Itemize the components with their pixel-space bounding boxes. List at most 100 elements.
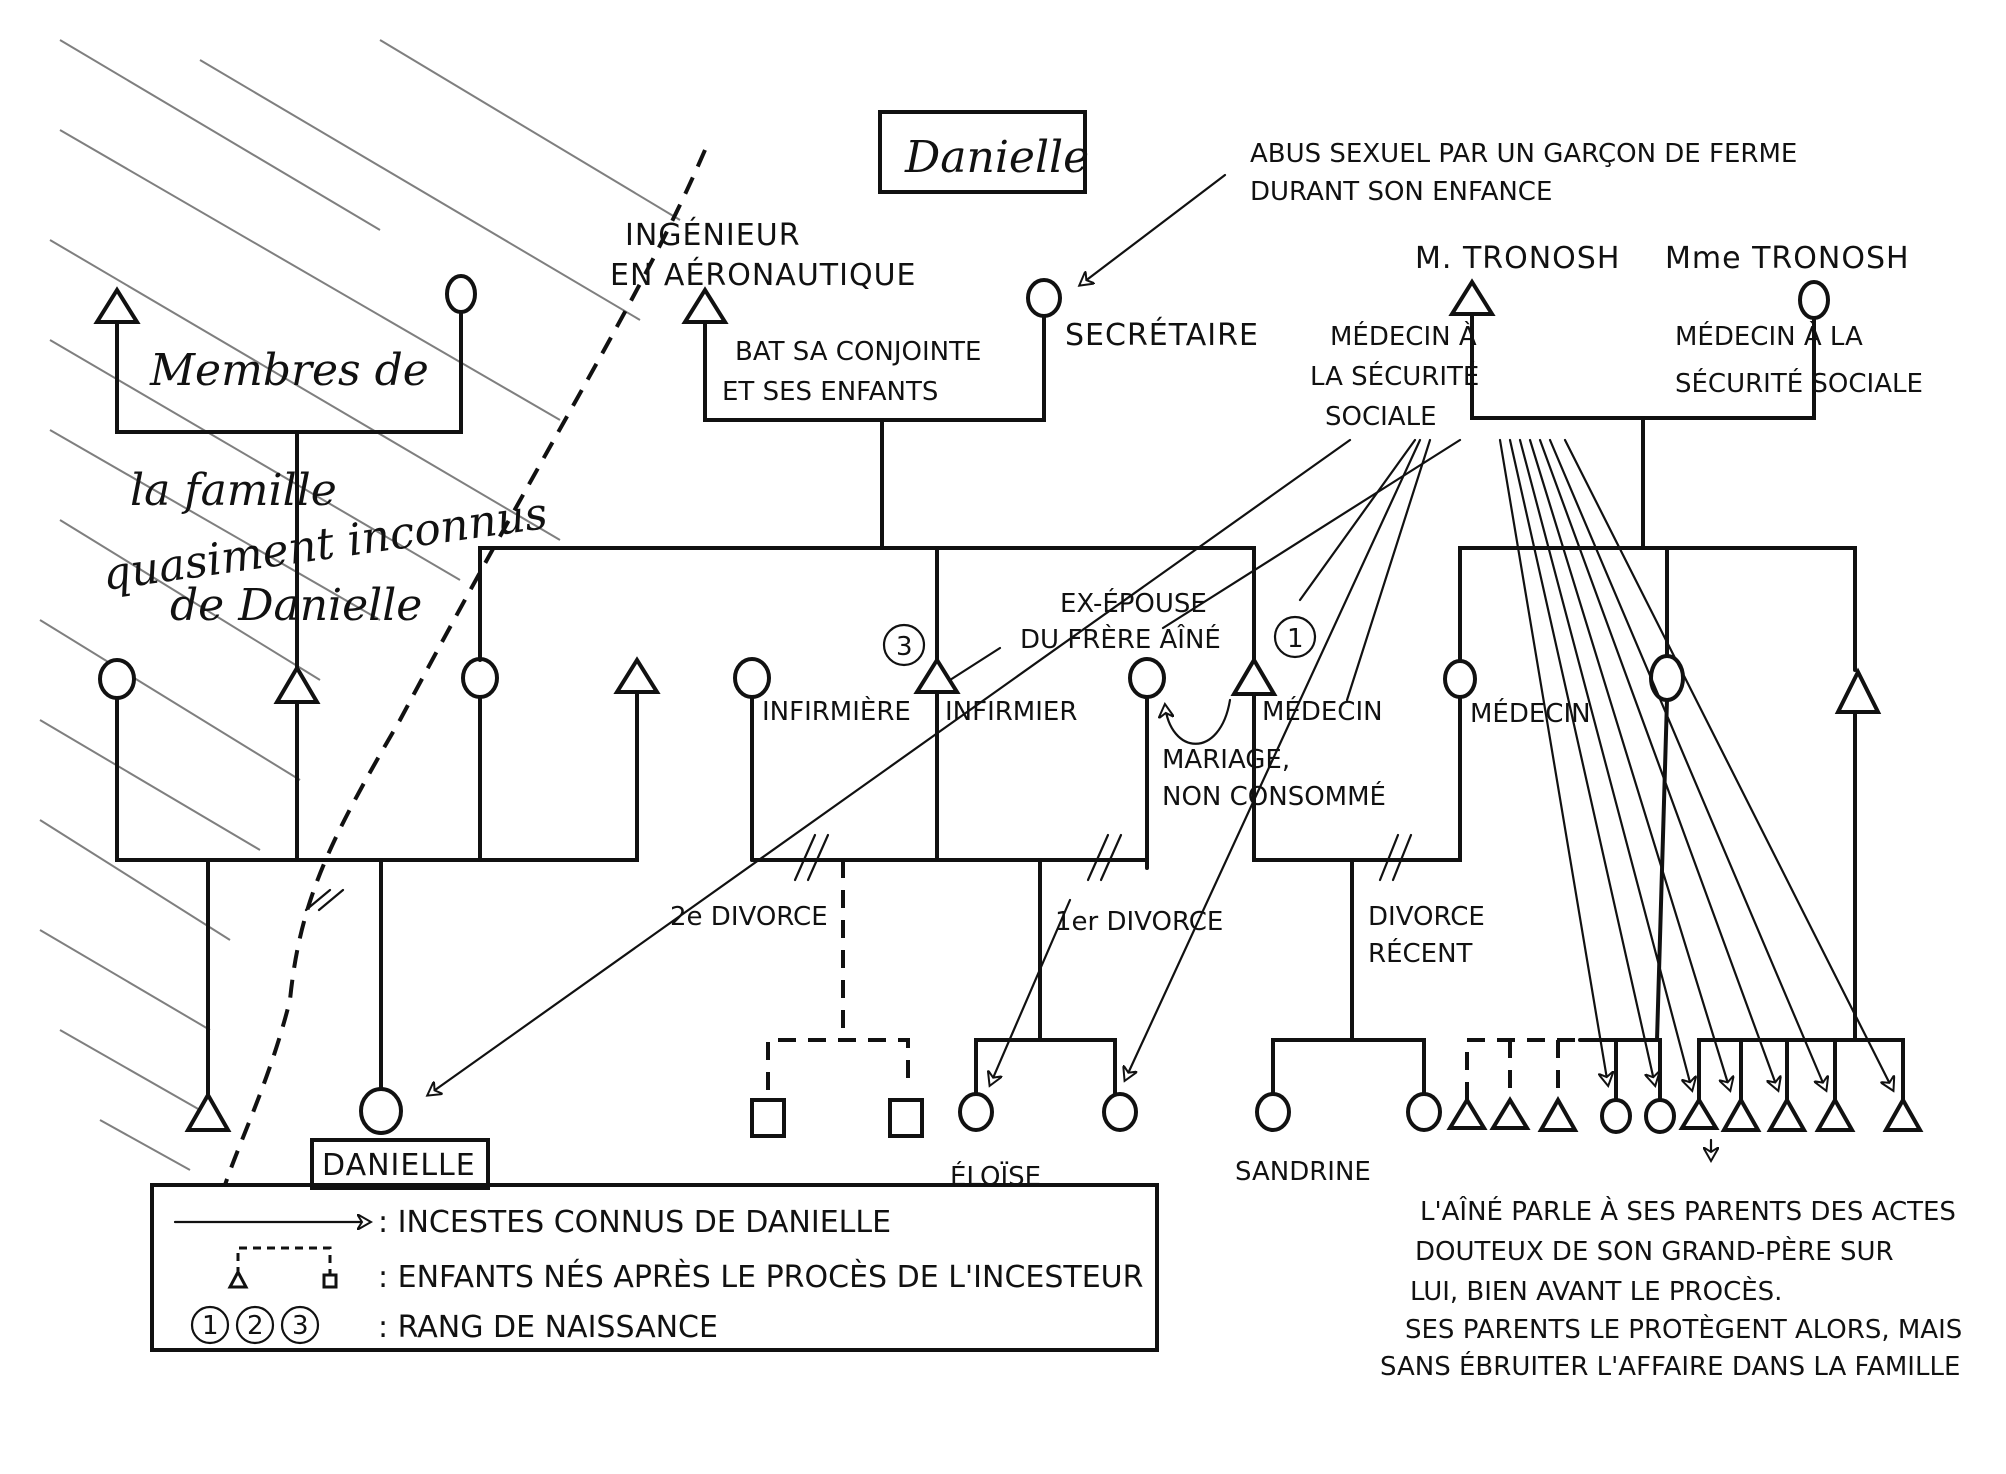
eloise-name: ÉLOÏSE	[950, 1160, 1041, 1192]
divorce-recent-line1: DIVORCE	[1368, 902, 1485, 932]
m-tronosh-male	[1448, 278, 1496, 316]
danielle-parents: INGÉNIEUR EN AÉRONAUTIQUE BAT SA CONJOIN…	[610, 217, 1259, 550]
grandchild-male-7	[1814, 1095, 1856, 1132]
infirmier-male	[913, 656, 961, 694]
sister-of-eloise-female	[1102, 1092, 1138, 1132]
medecin-label-1: MÉDECIN	[1262, 695, 1383, 727]
m-tronosh-label: M. TRONOSH	[1415, 241, 1620, 276]
mme-tronosh-label: Mme TRONOSH	[1665, 241, 1910, 276]
child-unknown-sex-1	[750, 1098, 786, 1138]
incest-arrows	[428, 438, 1893, 1095]
legend: : INCESTES CONNUS DE DANIELLE : ENFANTS …	[150, 1183, 1159, 1352]
infirmier-label: INFIRMIER	[945, 697, 1077, 727]
father-job-line2: EN AÉRONAUTIQUE	[610, 257, 917, 293]
grandchild-male-eldest	[1678, 1096, 1720, 1130]
divorce-recent-line2: RÉCENT	[1368, 937, 1473, 969]
legend-rank-1: 1	[202, 1311, 219, 1341]
sibling-female-1	[98, 658, 136, 700]
tronosh-son	[1834, 667, 1882, 714]
abuse-note-line2: DURANT SON ENFANCE	[1250, 177, 1552, 207]
legend-arrow-text: : INCESTES CONNUS DE DANIELLE	[378, 1205, 891, 1240]
divorce-2-label: 2e DIVORCE	[670, 902, 828, 932]
legend-rank-text: : RANG DE NAISSANCE	[378, 1310, 718, 1345]
birth-rank-1: 1	[1287, 624, 1304, 654]
unknown-family-child-male	[184, 1090, 232, 1132]
unknown-family-label-4: de Danielle	[170, 580, 422, 631]
grandchild-male-5	[1720, 1095, 1762, 1132]
title: Danielle	[904, 132, 1089, 183]
m-tronosh-job-3: SOCIALE	[1325, 402, 1437, 432]
mme-tronosh-job-1: MÉDECIN À LA	[1675, 320, 1863, 352]
child-unknown-sex-2	[888, 1098, 924, 1138]
grandchild-male-2	[1489, 1096, 1531, 1130]
unknown-family-label-2: la famille	[130, 465, 337, 516]
post-trial-children-left	[750, 860, 924, 1138]
sandrine-female	[1255, 1092, 1291, 1132]
legend-rank-2: 2	[247, 1311, 264, 1341]
ex-wife-note-line2: DU FRÈRE AÎNÉ	[1020, 623, 1221, 655]
danielle-female	[359, 1087, 403, 1135]
tronosh-daughter-1-medecin	[1443, 659, 1477, 699]
father-male-symbol	[681, 286, 729, 324]
unknown-family-label-1: Membres de	[149, 345, 429, 396]
sandrine-name: SANDRINE	[1235, 1157, 1371, 1187]
abuse-note-line1: ABUS SEXUEL PAR UN GARÇON DE FERME	[1250, 139, 1797, 169]
sister-of-sandrine-female	[1406, 1092, 1442, 1132]
unknown-grandmother-female-symbol	[445, 274, 477, 314]
mariage-note-line2: NON CONSOMMÉ	[1162, 780, 1386, 812]
sandrine-family: SANDRINE	[1235, 858, 1442, 1187]
tronosh-children: MÉDECIN	[1443, 546, 1882, 1042]
gen2-unions: 2e DIVORCE 1er DIVORCE DIVORCE RÉCENT	[670, 692, 1485, 969]
eldest-note-line5: SANS ÉBRUITER L'AFFAIRE DANS LA FAMILLE	[1380, 1350, 1960, 1382]
mother-female-symbol	[1026, 278, 1062, 318]
infirmiere-label: INFIRMIÈRE	[762, 695, 911, 727]
m-tronosh-job-2: LA SÉCURITÉ	[1310, 360, 1479, 392]
abuse-arrow	[1080, 173, 1227, 285]
m-tronosh-job-1: MÉDECIN À	[1330, 320, 1477, 352]
tronosh-grandchildren	[1446, 1038, 1924, 1160]
grandchild-female-2	[1644, 1098, 1676, 1134]
grandchild-male-3	[1537, 1095, 1579, 1132]
birth-rank-3-circle	[882, 623, 926, 667]
marriage-loop-arrow	[1165, 698, 1232, 745]
danielle-node: DANIELLE	[184, 858, 490, 1190]
father-job-line1: INGÉNIEUR	[625, 217, 801, 253]
mother-job: SECRÉTAIRE	[1065, 317, 1259, 353]
tronosh-couple: M. TRONOSH Mme TRONOSH MÉDECIN À LA SÉCU…	[1310, 241, 1923, 550]
legend-dashed-text: : ENFANTS NÉS APRÈS LE PROCÈS DE L'INCES…	[378, 1259, 1143, 1295]
unknown-family-siblings	[98, 546, 1256, 862]
birth-rank-1-circle	[1273, 615, 1317, 659]
eldest-note-line2: DOUTEUX DE SON GRAND-PÈRE SUR	[1415, 1235, 1894, 1267]
danielle-siblings: 3 1 INFIRMIÈRE INFIRMIER MÉDECIN EX-ÉPOU…	[733, 546, 1386, 870]
infirmiere-female	[733, 657, 771, 699]
ex-wife-note-line1: EX-ÉPOUSE	[1060, 587, 1207, 619]
danielle-name-box	[310, 1138, 490, 1190]
divorce-1-label: 1er DIVORCE	[1055, 907, 1223, 937]
boundary-dashed-line	[223, 149, 707, 1186]
sibling-female-2	[461, 657, 499, 699]
title-box	[878, 110, 1087, 194]
eldest-brother-male	[1230, 656, 1278, 696]
legend-rank-3: 3	[292, 1311, 309, 1341]
eloise-female	[958, 1092, 994, 1132]
unknown-grandfather-male-symbol	[93, 286, 141, 324]
grandchild-male-1	[1446, 1096, 1488, 1130]
mme-tronosh-job-2: SÉCURITÉ SOCIALE	[1675, 367, 1923, 399]
eldest-note: L'AÎNÉ PARLE À SES PARENTS DES ACTES DOU…	[1380, 1195, 1962, 1382]
ex-wife-female	[1128, 657, 1166, 699]
birth-rank-3: 3	[896, 632, 913, 662]
eldest-note-line4: SES PARENTS LE PROTÈGENT ALORS, MAIS	[1405, 1313, 1962, 1345]
unknown-family-couple: Membres de la famille quasiment inconnus…	[93, 274, 550, 670]
eldest-note-line3: LUI, BIEN AVANT LE PROCÈS.	[1410, 1275, 1782, 1307]
father-note-line1: BAT SA CONJOINTE	[735, 337, 981, 367]
ex-wife-pointer	[948, 646, 1002, 682]
mme-tronosh-female	[1798, 280, 1830, 320]
eldest-note-line1: L'AÎNÉ PARLE À SES PARENTS DES ACTES	[1420, 1195, 1956, 1227]
mariage-note-line1: MARIAGE,	[1162, 745, 1290, 775]
father-note-line2: ET SES ENFANTS	[722, 377, 938, 407]
sibling-male-1	[273, 664, 321, 704]
medecin-label-2: MÉDECIN	[1470, 697, 1591, 729]
grandchild-male-8	[1882, 1095, 1924, 1132]
danielle-name: DANIELLE	[322, 1148, 476, 1183]
